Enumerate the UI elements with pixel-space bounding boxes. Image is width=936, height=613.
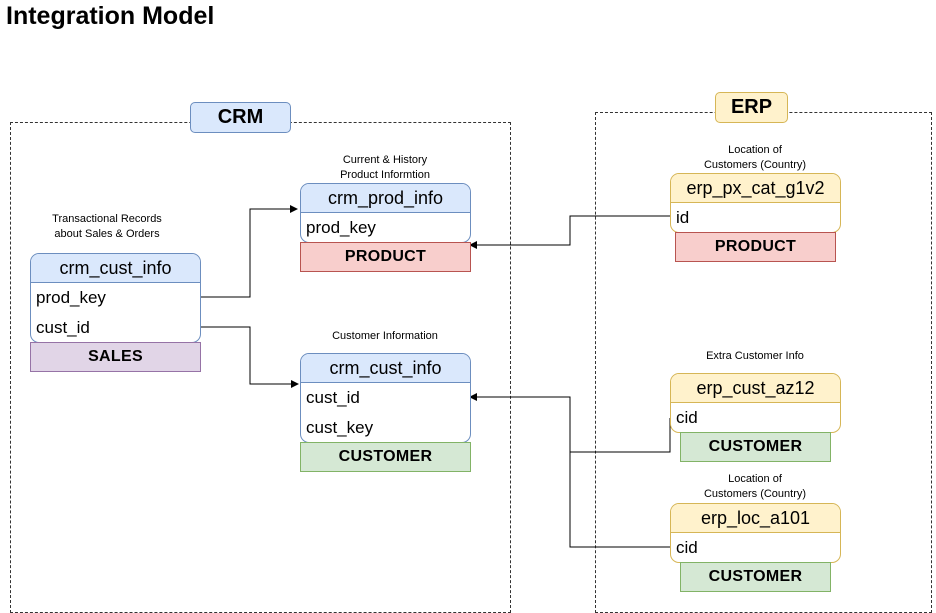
- erp-group-label: ERP: [715, 92, 788, 123]
- table-field: id: [676, 208, 690, 227]
- crm-prod-info-table[interactable]: crm_prod_info prod_key: [300, 183, 471, 243]
- note-line: Current & History: [342, 154, 428, 166]
- crm-cust-note: Customer Information: [315, 329, 455, 344]
- customer-tag: CUSTOMER: [680, 432, 831, 462]
- erp-px-note: Location of Customers (Country): [685, 143, 825, 173]
- table-header: crm_cust_info: [301, 354, 470, 383]
- erp-loc-note: Location of Customers (Country): [685, 472, 825, 502]
- note-line: Product Informtion: [340, 169, 430, 181]
- table-field: cust_id: [36, 318, 90, 337]
- note-line: Transactional Records: [52, 213, 162, 225]
- table-field: cid: [676, 408, 698, 427]
- crm-group-label: CRM: [190, 102, 291, 133]
- connector-erp-loc-customer: [569, 452, 670, 548]
- table-field: cust_key: [306, 418, 374, 437]
- erp-loc-table[interactable]: erp_loc_a101 cid: [670, 503, 841, 563]
- connector-erp-cust-customer: [469, 393, 671, 453]
- erp-px-cat-table[interactable]: erp_px_cat_g1v2 id: [670, 173, 841, 233]
- customer-tag: CUSTOMER: [680, 562, 831, 592]
- table-header: erp_px_cat_g1v2: [671, 174, 840, 203]
- table-header: crm_cust_info: [31, 254, 200, 283]
- table-field: cid: [676, 538, 698, 557]
- product-tag: PRODUCT: [300, 242, 471, 272]
- connector-erp-px-product: [469, 215, 670, 249]
- note-line: Extra Customer Info: [706, 350, 804, 362]
- erp-cust-table[interactable]: erp_cust_az12 cid: [670, 373, 841, 433]
- erp-cust-note: Extra Customer Info: [685, 349, 825, 364]
- product-tag: PRODUCT: [675, 232, 836, 262]
- crm-cust-info-table[interactable]: crm_cust_info cust_id cust_key: [300, 353, 471, 443]
- table-header: erp_loc_a101: [671, 504, 840, 533]
- note-line: Customers (Country): [703, 488, 807, 500]
- crm-prod-note: Current & History Product Informtion: [315, 153, 455, 183]
- note-line: Customers (Country): [703, 159, 807, 171]
- note-line: about Sales & Orders: [54, 228, 160, 240]
- table-field: prod_key: [306, 218, 376, 237]
- connector-sales-prod-key: [201, 205, 298, 298]
- note-line: Customer Information: [332, 330, 438, 342]
- table-field: cust_id: [306, 388, 360, 407]
- connector-sales-cust-id: [201, 326, 299, 388]
- crm-sales-note: Transactional Records about Sales & Orde…: [37, 212, 177, 242]
- note-line: Location of: [728, 144, 782, 156]
- table-header: crm_prod_info: [301, 184, 470, 213]
- crm-sales-table[interactable]: crm_cust_info prod_key cust_id: [30, 253, 201, 343]
- table-header: erp_cust_az12: [671, 374, 840, 403]
- customer-tag: CUSTOMER: [300, 442, 471, 472]
- table-field: prod_key: [36, 288, 106, 307]
- page-title: Integration Model: [6, 2, 215, 30]
- note-line: Location of: [728, 473, 782, 485]
- sales-tag: SALES: [30, 342, 201, 372]
